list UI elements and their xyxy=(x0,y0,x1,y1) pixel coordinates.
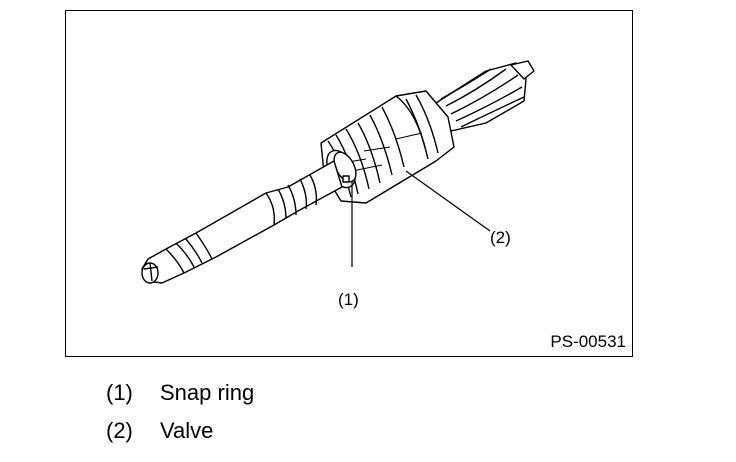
pinion-gear xyxy=(435,60,535,132)
figure-frame: (1) (2) PS-00531 xyxy=(65,10,633,357)
input-shaft xyxy=(141,160,343,284)
legend: (1) Snap ring (2) Valve xyxy=(106,380,254,456)
callout-2: (2) xyxy=(490,228,511,247)
legend-number: (2) xyxy=(106,418,133,443)
legend-text: Valve xyxy=(160,418,214,443)
leader-lines xyxy=(351,170,491,267)
legend-item: (1) Snap ring xyxy=(106,380,254,418)
figure-code: PS-00531 xyxy=(550,332,626,351)
legend-number: (1) xyxy=(106,380,133,405)
callout-1: (1) xyxy=(338,290,359,309)
valve-shaft-illustration xyxy=(141,60,535,284)
legend-text: Snap ring xyxy=(160,380,255,405)
legend-item: (2) Valve xyxy=(106,418,254,456)
